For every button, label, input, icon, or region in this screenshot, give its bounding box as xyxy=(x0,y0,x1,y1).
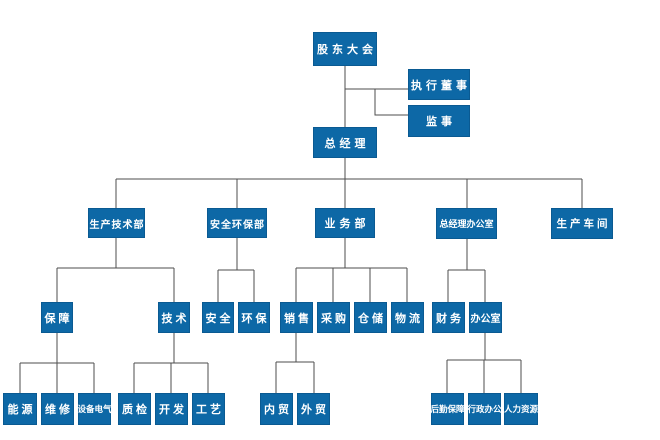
org-node-domestic-trade: 内贸 xyxy=(260,393,293,425)
org-node-energy: 能源 xyxy=(3,393,37,425)
org-node-finance: 财务 xyxy=(432,302,465,333)
org-node-development: 开发 xyxy=(155,393,188,425)
org-node-procurement: 采购 xyxy=(317,302,350,333)
org-node-shareholders: 股东大会 xyxy=(313,32,377,66)
org-node-logistics-support: 后勤保障 xyxy=(431,393,465,425)
org-node-production-workshop: 生产车间 xyxy=(551,208,613,239)
connector-safety-env-children xyxy=(217,238,255,302)
connector-business-children xyxy=(295,238,408,302)
org-node-support: 保障 xyxy=(41,302,73,333)
org-node-sales: 销售 xyxy=(280,302,313,333)
connector-gm-office-children xyxy=(447,239,486,302)
org-node-executive-director: 执行董事 xyxy=(408,69,470,100)
org-node-office: 办公室 xyxy=(469,302,502,333)
connector-production-tech-children xyxy=(56,238,175,302)
org-node-production-tech-dept: 生产技术部 xyxy=(88,208,145,238)
connector-technology-children xyxy=(133,333,209,393)
org-node-process: 工艺 xyxy=(192,393,225,425)
org-node-supervisor: 监事 xyxy=(408,105,470,137)
org-node-technology: 技术 xyxy=(158,302,190,333)
org-node-gm-office: 总经理办公室 xyxy=(436,208,497,239)
org-node-equipment-electrical: 设备电气 xyxy=(78,393,112,425)
org-node-logistics: 物流 xyxy=(391,302,424,333)
connector-shareholders-to-director-supervisor xyxy=(345,88,408,116)
org-node-quality-inspection: 质检 xyxy=(118,393,151,425)
org-node-human-resources: 人力资源 xyxy=(504,393,538,425)
connector-sales-children xyxy=(275,333,315,393)
org-node-maintenance: 维修 xyxy=(41,393,74,425)
org-node-safety: 安全 xyxy=(202,302,234,333)
org-node-foreign-trade: 外贸 xyxy=(297,393,330,425)
org-node-env-protection: 环保 xyxy=(238,302,270,333)
connector-support-children xyxy=(19,333,95,393)
org-node-warehousing: 仓储 xyxy=(354,302,387,333)
org-node-safety-env-dept: 安全环保部 xyxy=(207,208,267,238)
org-node-general-manager: 总经理 xyxy=(313,127,377,158)
connector-gm-to-departments xyxy=(115,158,583,208)
org-node-business-dept: 业务部 xyxy=(315,208,375,238)
org-node-admin-office: 行政办公 xyxy=(468,393,502,425)
connector-office-children xyxy=(446,333,522,393)
